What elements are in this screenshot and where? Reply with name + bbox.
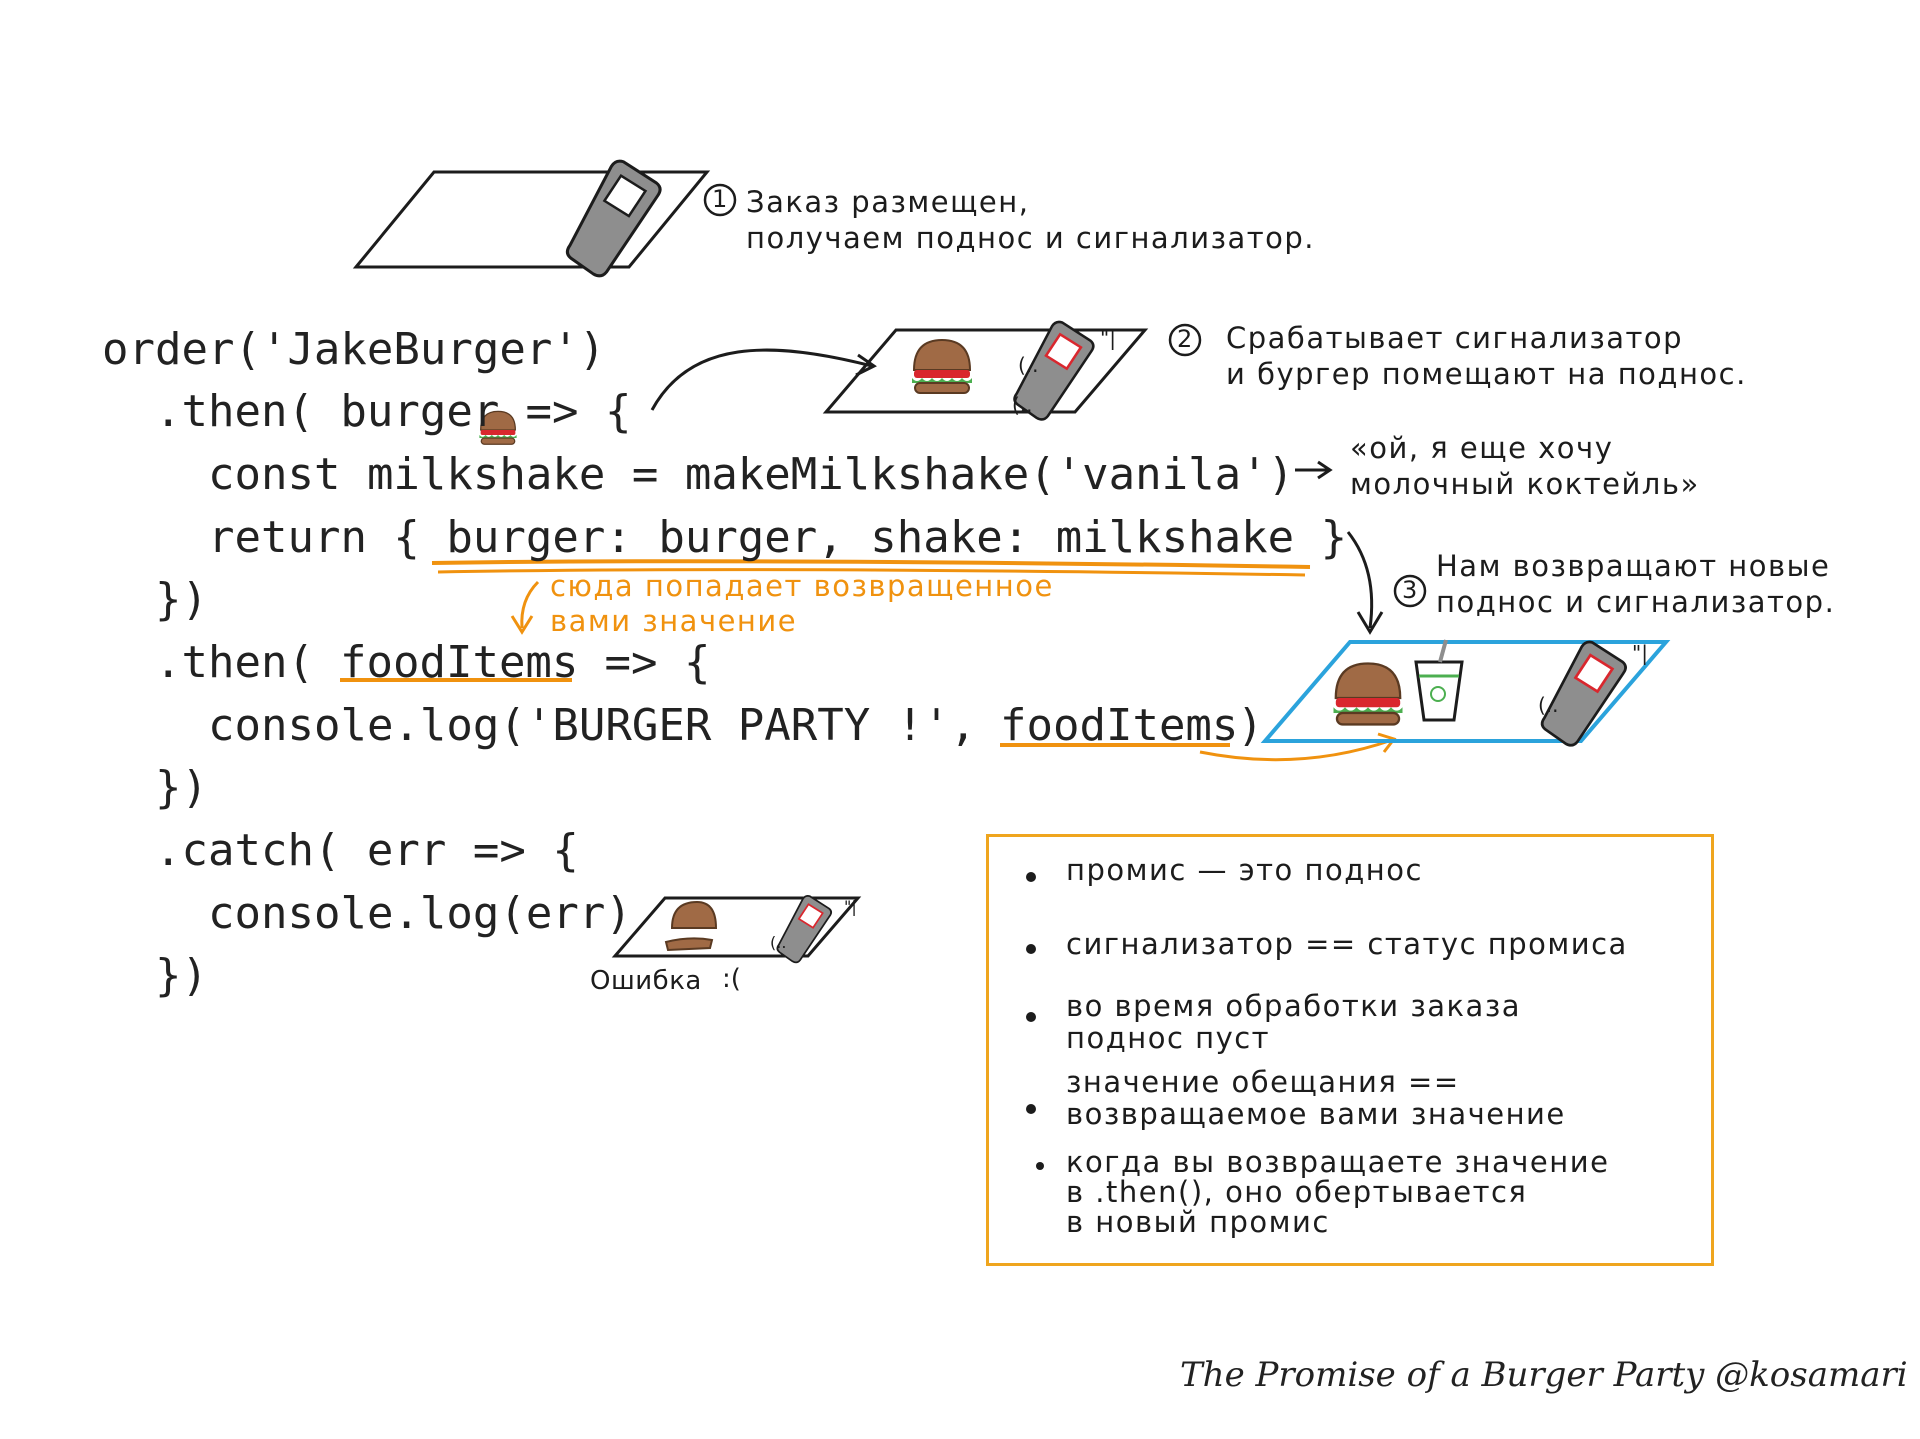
step1-text: получаем поднос и сигнализатор. bbox=[746, 221, 1316, 255]
notes-box bbox=[986, 834, 1714, 1266]
returned-value-note: сюда попадает возвращенное bbox=[550, 569, 1054, 603]
bullet bbox=[1026, 872, 1036, 882]
code-line: }) bbox=[155, 950, 208, 1001]
code-line: return { burger: burger, shake: milkshak… bbox=[208, 512, 1348, 563]
svg-text:(..: (.. bbox=[1012, 393, 1033, 417]
step2-text: и бургер помещают на поднос. bbox=[1226, 357, 1747, 391]
code-line: foodItems bbox=[1000, 700, 1239, 751]
svg-text:"|: "| bbox=[1632, 641, 1648, 665]
note-line: возвращаемое вами значение bbox=[1066, 1097, 1566, 1131]
note-line: сигнализатор == статус промиса bbox=[1066, 927, 1628, 961]
svg-text:"|: "| bbox=[844, 897, 857, 916]
error-label: Ошибка bbox=[590, 966, 702, 996]
bullet bbox=[1026, 1012, 1036, 1022]
tray-icon bbox=[1260, 640, 1671, 743]
step-number: 2 bbox=[1177, 325, 1193, 353]
code-line: console.log(err) bbox=[208, 888, 632, 939]
code-line: }) bbox=[155, 574, 208, 625]
half-burger-icon bbox=[664, 900, 718, 952]
note-line: в новый промис bbox=[1066, 1205, 1330, 1239]
svg-text:(..: (.. bbox=[1018, 353, 1039, 377]
step-number: 3 bbox=[1402, 576, 1418, 604]
burger-icon bbox=[1332, 662, 1404, 726]
code-line: .catch( err => { bbox=[155, 825, 579, 876]
code-line: order('JakeBurger') bbox=[102, 324, 606, 375]
arrow-icon bbox=[1346, 531, 1384, 635]
error-face: :( bbox=[722, 964, 741, 994]
note-line: в .then(), оно обертывается bbox=[1066, 1175, 1528, 1209]
svg-text:(..: (.. bbox=[770, 933, 786, 952]
step-number: 1 bbox=[712, 185, 728, 213]
tray-icon bbox=[822, 328, 1149, 414]
code-line: => { bbox=[499, 386, 632, 437]
code-line: ) bbox=[1237, 700, 1264, 751]
step1-text: Заказ размещен, bbox=[746, 185, 1030, 219]
note-line: во время обработки заказа bbox=[1066, 989, 1522, 1023]
arrow-icon bbox=[650, 348, 873, 411]
quote-text: «ой, я еще хочу bbox=[1350, 431, 1614, 465]
svg-text:"|: "| bbox=[1100, 326, 1116, 350]
code-line: => { bbox=[578, 637, 711, 688]
code-line: }) bbox=[155, 762, 208, 813]
code-line: .then( burger bbox=[155, 386, 500, 437]
tray-icon bbox=[611, 896, 862, 958]
note-line: когда вы возвращаете значение bbox=[1066, 1145, 1610, 1179]
step2-text: Срабатывает сигнализатор bbox=[1226, 321, 1684, 355]
note-line: значение обещания == bbox=[1066, 1065, 1460, 1099]
bullet bbox=[1026, 944, 1036, 954]
milkshake-icon bbox=[1414, 639, 1464, 722]
svg-text:(..: (.. bbox=[1538, 693, 1559, 717]
note-line: поднос пуст bbox=[1066, 1021, 1271, 1055]
quote-text: молочный коктейль» bbox=[1350, 467, 1700, 501]
step3-text: поднос и сигнализатор. bbox=[1436, 585, 1836, 619]
credit-caption: The Promise of a Burger Party @kosamari bbox=[1180, 1355, 1908, 1395]
code-line: const milkshake = makeMilkshake('vanila'… bbox=[208, 449, 1295, 500]
burger-icon bbox=[911, 339, 973, 394]
bullet bbox=[1026, 1104, 1036, 1114]
code-line: foodItems bbox=[340, 637, 579, 688]
returned-value-note: вами значение bbox=[550, 604, 798, 638]
bullet bbox=[1036, 1162, 1044, 1170]
step3-text: Нам возвращают новые bbox=[1436, 549, 1831, 583]
note-line: промис — это поднос bbox=[1066, 853, 1423, 887]
arrow-icon bbox=[1295, 460, 1333, 480]
tray-icon bbox=[352, 170, 711, 269]
code-line: .then( bbox=[155, 637, 341, 688]
code-line: console.log('BURGER PARTY !', bbox=[208, 700, 1003, 751]
